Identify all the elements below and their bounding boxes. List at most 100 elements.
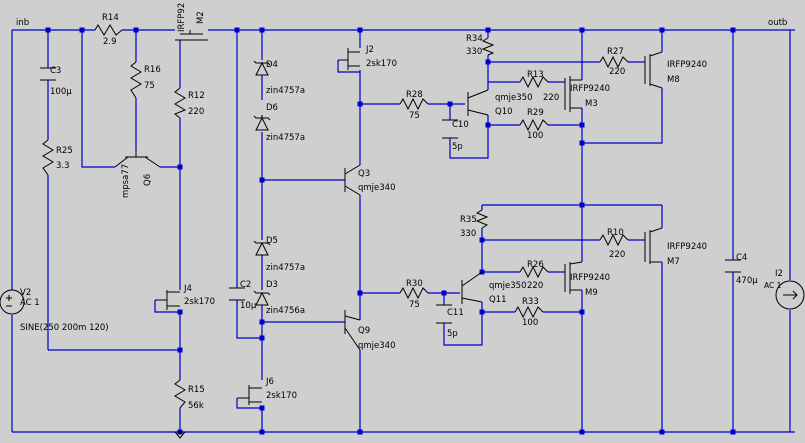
resistor-r13 bbox=[519, 75, 549, 89]
resistor-r16 bbox=[130, 61, 142, 99]
label-r25-value: 3.3 bbox=[56, 161, 70, 171]
resistor-symbols bbox=[42, 24, 629, 409]
label-j2-ref: J2 bbox=[365, 45, 374, 55]
label-r26-ref: R26 bbox=[527, 260, 544, 270]
label-r10-ref: R10 bbox=[607, 228, 624, 238]
label-m7-value: IRFP9240 bbox=[667, 242, 707, 252]
resistor-r14 bbox=[94, 24, 123, 36]
wires bbox=[11, 29, 795, 433]
label-c11-value: 5p bbox=[447, 329, 458, 339]
label-r27-value: 220 bbox=[609, 67, 625, 77]
label-r14-ref: R14 bbox=[102, 13, 119, 23]
label-q9-ref: Q9 bbox=[358, 326, 370, 336]
zener-d5 bbox=[253, 240, 271, 256]
jfet-j4 bbox=[155, 290, 180, 310]
label-r35-ref: R35 bbox=[460, 215, 477, 225]
label-c3-value: 100µ bbox=[50, 87, 72, 97]
label-j6-value: 2sk170 bbox=[266, 391, 297, 401]
capacitor-c4 bbox=[725, 259, 741, 273]
label-q3-value: qmje340 bbox=[358, 183, 396, 193]
label-d5-value: zin4757a bbox=[266, 263, 305, 273]
label-v2-value: AC 1 bbox=[20, 298, 40, 308]
label-j4-value: 2sk170 bbox=[184, 297, 215, 307]
label-m3-ref: M3 bbox=[585, 99, 598, 109]
label-r30-ref: R30 bbox=[406, 279, 423, 289]
label-r10-value: 220 bbox=[609, 250, 625, 260]
label-c4-value: 470µ bbox=[736, 276, 758, 286]
label-m9-value: IRFP9240 bbox=[570, 273, 610, 283]
label-q10-value: qmje350 bbox=[495, 93, 533, 103]
mosfet-m2 bbox=[175, 30, 208, 41]
resistor-r28 bbox=[399, 97, 429, 111]
capacitor-c3 bbox=[40, 67, 56, 81]
label-r26-value: 220 bbox=[527, 281, 543, 291]
resistor-r29 bbox=[519, 118, 549, 132]
label-m8-value: IRFP9240 bbox=[667, 60, 707, 70]
capacitor-symbols bbox=[40, 67, 741, 324]
ground-symbol bbox=[173, 431, 187, 439]
capacitor-c2 bbox=[229, 287, 245, 301]
label-r33-ref: R33 bbox=[522, 297, 539, 307]
source-symbols bbox=[0, 280, 805, 439]
label-j6-ref: J6 bbox=[265, 377, 274, 387]
resistor-r10 bbox=[599, 233, 629, 247]
label-v2-ref: V2 bbox=[20, 288, 31, 298]
label-r35-value: 330 bbox=[460, 229, 476, 239]
resistor-r12 bbox=[174, 87, 187, 119]
label-r28-ref: R28 bbox=[406, 90, 423, 100]
label-c3-ref: C3 bbox=[50, 66, 61, 76]
label-m9-ref: M9 bbox=[585, 288, 598, 298]
label-r12-value: 220 bbox=[188, 107, 204, 117]
label-c10-value: 5p bbox=[452, 142, 463, 152]
zener-d3 bbox=[253, 290, 271, 306]
mosfet-m7 bbox=[644, 227, 663, 264]
label-r34-ref: R34 bbox=[466, 34, 483, 44]
jfet-j2 bbox=[338, 48, 360, 70]
voltage-source-v2 bbox=[0, 289, 25, 315]
label-r25-ref: R25 bbox=[56, 146, 73, 156]
mosfet-m8 bbox=[644, 51, 663, 89]
label-d5-ref: D5 bbox=[266, 236, 278, 246]
label-r12-ref: R12 bbox=[188, 91, 205, 101]
label-r16-ref: R16 bbox=[144, 65, 161, 75]
label-r27-ref: R27 bbox=[607, 47, 624, 57]
label-r14-value: 2.9 bbox=[103, 37, 117, 47]
label-q6-ref: Q6 bbox=[143, 174, 153, 186]
labels: inb outb R14 2.9 R16 75 R12 220 R25 3.3 … bbox=[16, 3, 787, 411]
label-d4-ref: D4 bbox=[266, 60, 278, 70]
label-m2-ref-trunc: IRFP92 bbox=[177, 3, 187, 32]
capacitor-c11 bbox=[436, 304, 452, 324]
resistor-r35 bbox=[475, 209, 489, 229]
resistor-r26 bbox=[519, 265, 549, 279]
resistor-r25 bbox=[42, 139, 54, 176]
fet-symbols bbox=[155, 30, 663, 405]
label-r15-ref: R15 bbox=[188, 385, 205, 395]
label-r13-ref: R13 bbox=[527, 70, 544, 80]
label-q9-value: qmje340 bbox=[358, 341, 396, 351]
label-d6-value: zin4757a bbox=[266, 133, 305, 143]
label-d3-value: zin4756a bbox=[266, 306, 305, 316]
current-source-i2 bbox=[775, 280, 805, 310]
label-q11-value: qmje350 bbox=[489, 281, 527, 291]
resistor-r27 bbox=[599, 55, 629, 69]
label-r16-value: 75 bbox=[144, 81, 155, 91]
label-q10-ref: Q10 bbox=[495, 107, 513, 117]
label-r15-value: 56k bbox=[188, 401, 204, 411]
label-c10-ref: C10 bbox=[452, 120, 469, 130]
label-r29-ref: R29 bbox=[527, 108, 544, 118]
bjt-q3 bbox=[344, 164, 361, 196]
zener-d4 bbox=[253, 60, 271, 76]
label-i2-ref: I2 bbox=[775, 269, 783, 279]
label-q3-ref: Q3 bbox=[358, 169, 370, 179]
label-c2-value: 10µ bbox=[240, 301, 257, 311]
resistor-r15 bbox=[174, 379, 186, 409]
diode-symbols bbox=[253, 60, 271, 306]
label-c11-ref: C11 bbox=[447, 308, 464, 318]
resistor-r34 bbox=[481, 37, 495, 56]
jfet-j6 bbox=[237, 385, 262, 405]
label-q11-ref: Q11 bbox=[489, 295, 507, 305]
label-r29-value: 100 bbox=[527, 131, 543, 141]
label-j4-ref: J4 bbox=[183, 284, 192, 294]
